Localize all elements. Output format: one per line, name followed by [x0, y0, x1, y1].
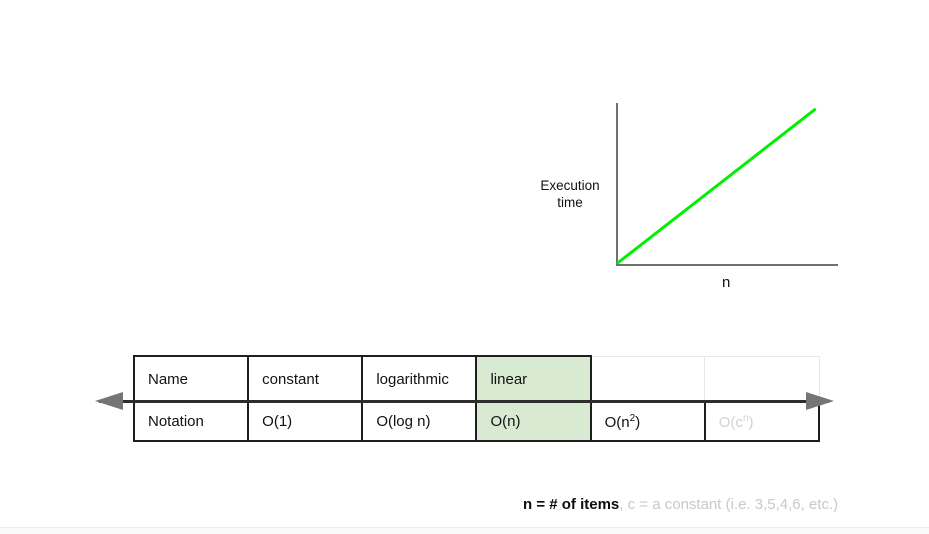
cell-name-constant: constant	[247, 355, 364, 403]
table-row-notation: Notation O(1) O(log n) O(n) O(n2) O(cn)	[132, 401, 821, 442]
caption-n-definition: n = # of items	[523, 496, 620, 513]
cell-notation-header: Notation	[132, 401, 250, 442]
notation-text: O(log n)	[376, 413, 431, 430]
table-row-name: Name constant logarithmic linear	[132, 355, 820, 403]
cell-name-exponential-empty	[704, 355, 820, 403]
notation-text: O(n)	[490, 413, 521, 430]
cell-notation-constant: O(1)	[247, 401, 364, 442]
cell-notation-exponential: O(cn)	[703, 401, 821, 442]
notation-text: )	[748, 413, 754, 431]
notation-text: Notation	[148, 413, 204, 430]
chart-y-axis	[616, 103, 618, 266]
big-o-complexity-table: Name constant logarithmic linear Notatio…	[132, 355, 821, 442]
y-axis-label: Execution time	[540, 178, 600, 210]
cell-name-linear: linear	[475, 355, 592, 403]
caption-c-definition: , c = a constant (i.e. 3,5,4,6, etc.)	[619, 496, 839, 513]
legend-caption: n = # of items, c = a constant (i.e. 3,5…	[523, 496, 838, 513]
slide-bottom-edge	[0, 527, 929, 534]
right-arrowhead-icon	[806, 392, 834, 410]
left-arrowhead-icon	[95, 392, 123, 410]
notation-text: )	[635, 413, 641, 431]
cell-notation-quadratic: O(n2)	[589, 401, 706, 442]
cell-notation-linear: O(n)	[475, 401, 592, 442]
cell-notation-logarithmic: O(log n)	[361, 401, 478, 442]
notation-superscript: 2	[629, 412, 636, 424]
complexity-axis-line	[99, 400, 829, 403]
notation-text: O(1)	[262, 413, 293, 430]
notation-superscript: n	[742, 412, 749, 424]
notation-text: O(c	[718, 413, 743, 431]
linear-growth-line	[616, 107, 817, 265]
cell-name-logarithmic: logarithmic	[361, 355, 478, 403]
x-axis-label: n	[722, 274, 731, 291]
notation-text: O(n	[604, 413, 630, 431]
cell-name-header: Name	[132, 355, 250, 403]
chart-x-axis	[616, 264, 838, 266]
cell-name-quadratic-empty	[590, 355, 706, 403]
